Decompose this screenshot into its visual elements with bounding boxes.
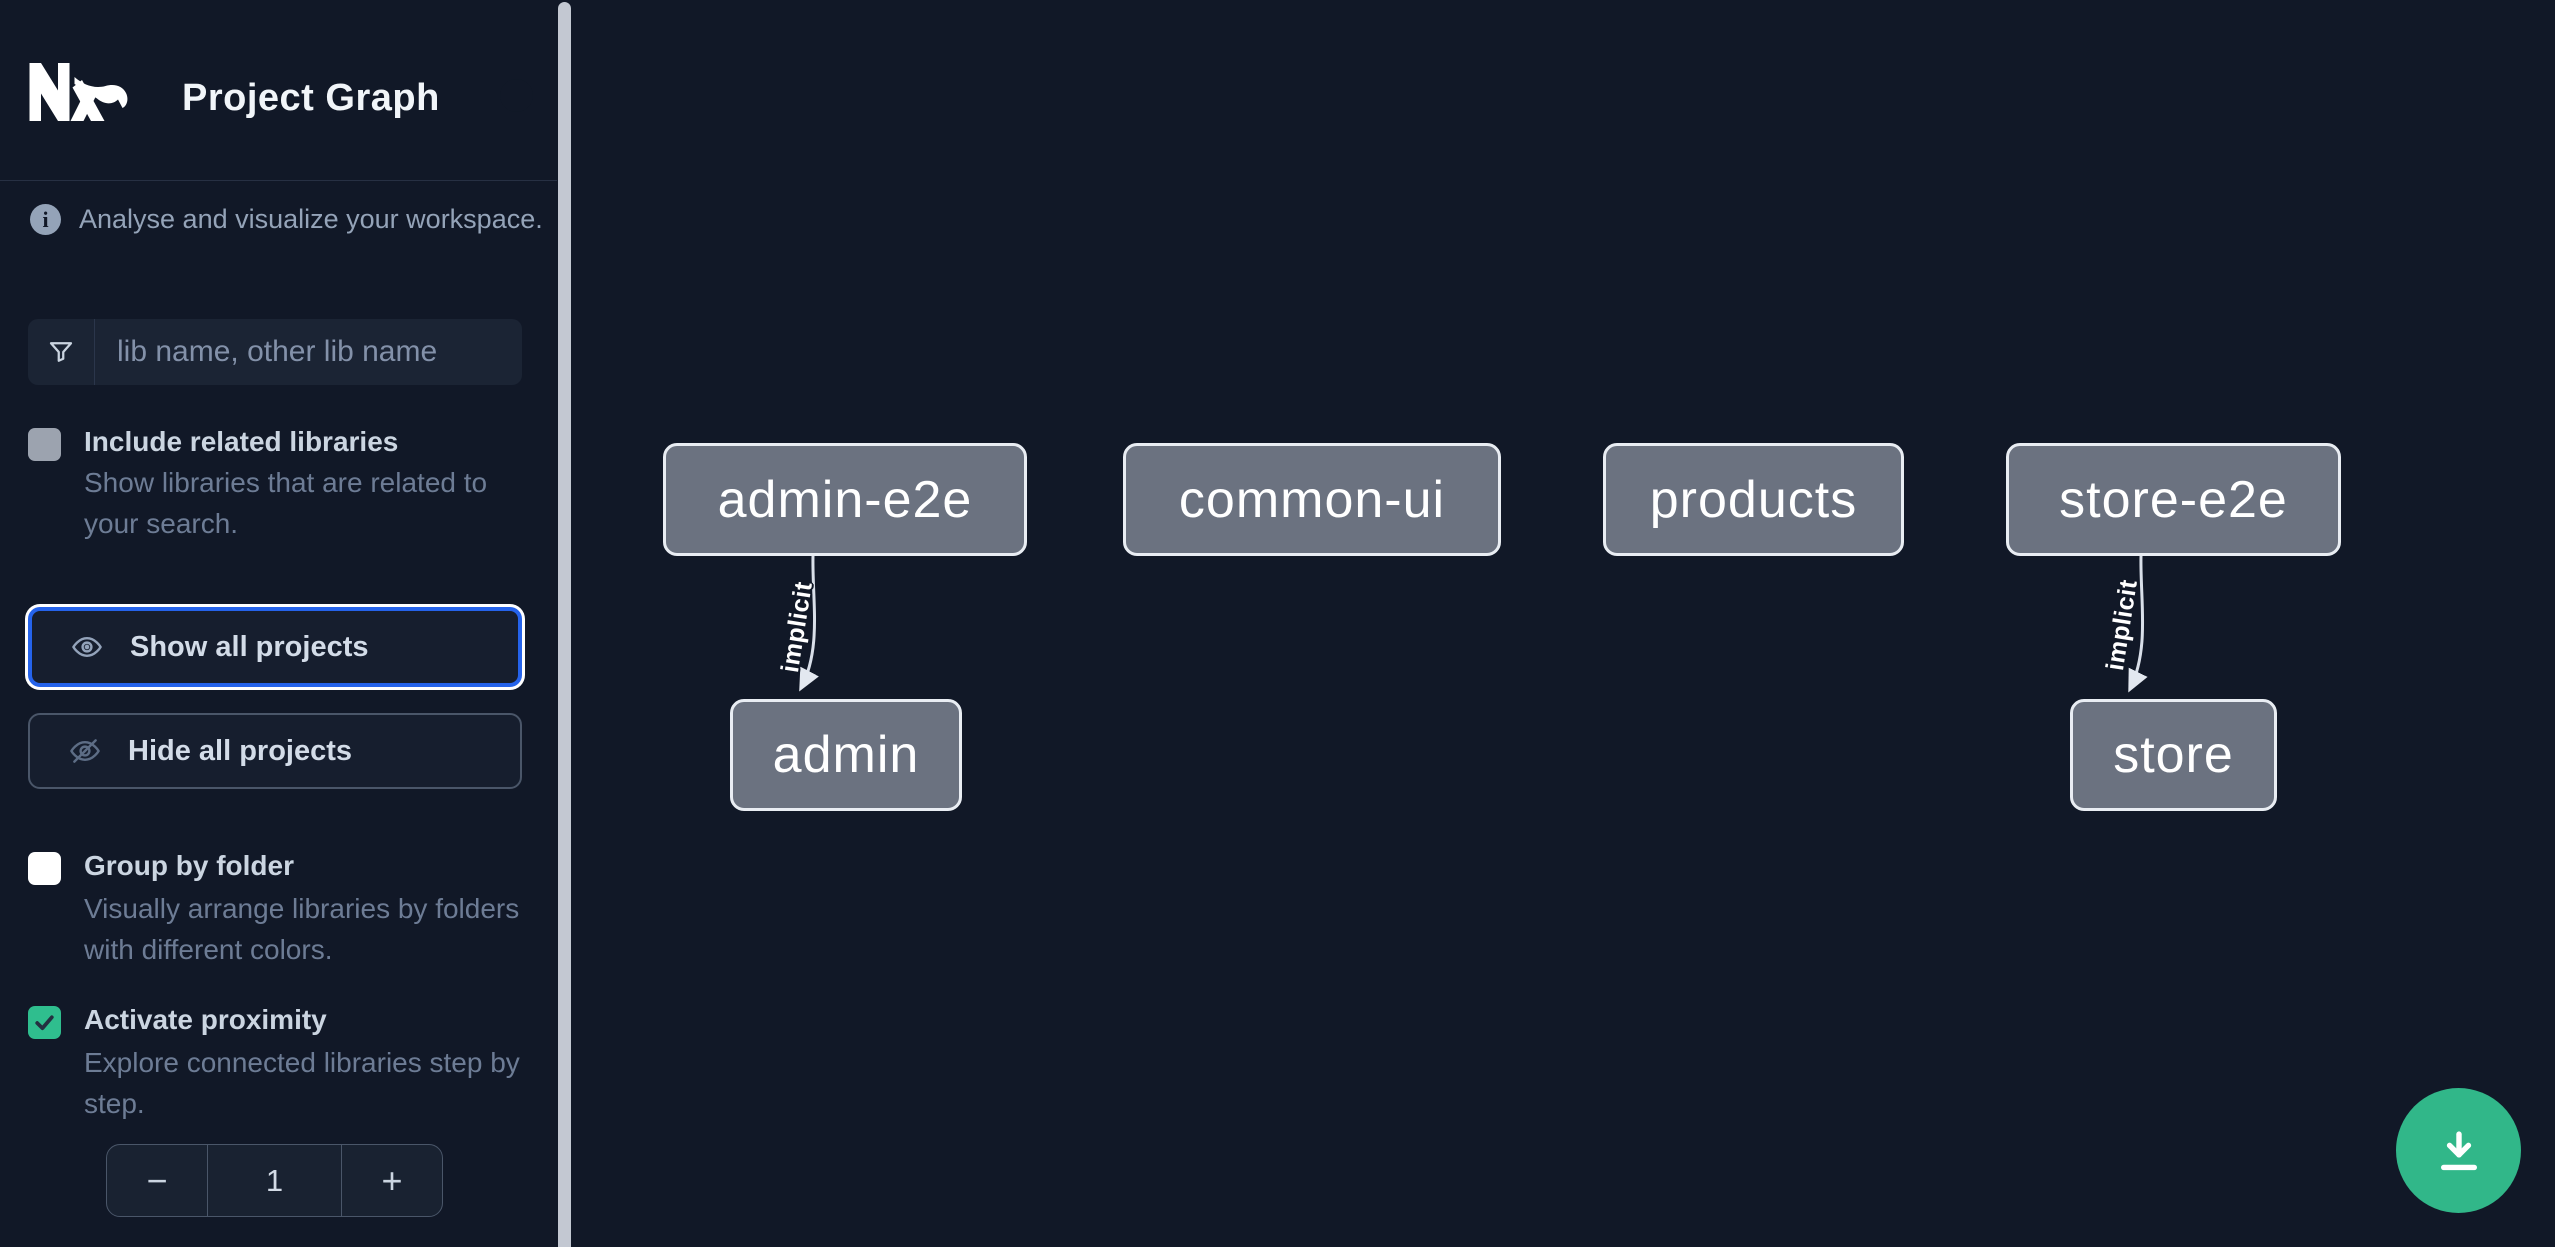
show-all-projects-label: Show all projects <box>130 630 369 663</box>
include-related-label[interactable]: Include related libraries <box>84 426 399 457</box>
include-related-description: Show libraries that are related to your … <box>84 467 488 539</box>
include-related-checkbox[interactable] <box>28 428 61 461</box>
edge-label-implicit: implicit <box>2101 577 2143 673</box>
group-by-folder-label[interactable]: Group by folder <box>84 850 294 881</box>
info-icon: i <box>30 204 61 235</box>
download-icon <box>2440 1130 2477 1170</box>
tagline-text: Analyse and visualize your workspace. <box>79 204 543 234</box>
stepper-increment-button[interactable]: + <box>342 1145 442 1216</box>
filter-funnel-icon <box>28 319 95 385</box>
graph-node-common-ui[interactable]: common-ui <box>1123 443 1501 556</box>
page-title: Project Graph <box>182 77 440 119</box>
hide-all-projects-label: Hide all projects <box>128 734 353 767</box>
search-input[interactable] <box>95 319 522 385</box>
nx-logo-icon <box>29 63 128 121</box>
theme-toggle-button[interactable] <box>466 64 512 112</box>
eye-off-icon <box>70 739 100 763</box>
hide-all-projects-button[interactable]: Hide all projects <box>28 713 522 789</box>
search-box <box>28 319 522 385</box>
sidebar-scrollbar-thumb[interactable] <box>558 2 571 1247</box>
sidebar: Project Graph i Analyse and visualize yo… <box>0 0 557 1247</box>
eye-icon <box>72 637 102 657</box>
checkmark-icon <box>35 1015 54 1031</box>
stepper-decrement-button[interactable]: − <box>107 1145 207 1216</box>
sidebar-scrollbar <box>557 0 573 1247</box>
show-all-projects-button[interactable]: Show all projects <box>28 607 522 687</box>
proximity-stepper: − 1 + <box>106 1144 443 1217</box>
edge-label-implicit: implicit <box>776 579 818 675</box>
group-by-folder-checkbox[interactable] <box>28 852 61 885</box>
sidebar-header: Project Graph <box>0 0 557 181</box>
activate-proximity-label[interactable]: Activate proximity <box>84 1004 327 1035</box>
graph-node-store-e2e[interactable]: store-e2e <box>2006 443 2341 556</box>
workspace-info: i Analyse and visualize your workspace. <box>30 204 543 235</box>
activate-proximity-description: Explore connected libraries step by step… <box>84 1047 520 1119</box>
stepper-value: 1 <box>207 1145 342 1216</box>
graph-node-store[interactable]: store <box>2070 699 2277 811</box>
activate-proximity-checkbox[interactable] <box>28 1006 61 1039</box>
download-graph-button[interactable] <box>2396 1088 2521 1213</box>
group-by-folder-description: Visually arrange libraries by folders wi… <box>84 893 520 965</box>
graph-node-admin-e2e[interactable]: admin-e2e <box>663 443 1027 556</box>
graph-node-products[interactable]: products <box>1603 443 1904 556</box>
graph-node-admin[interactable]: admin <box>730 699 962 811</box>
